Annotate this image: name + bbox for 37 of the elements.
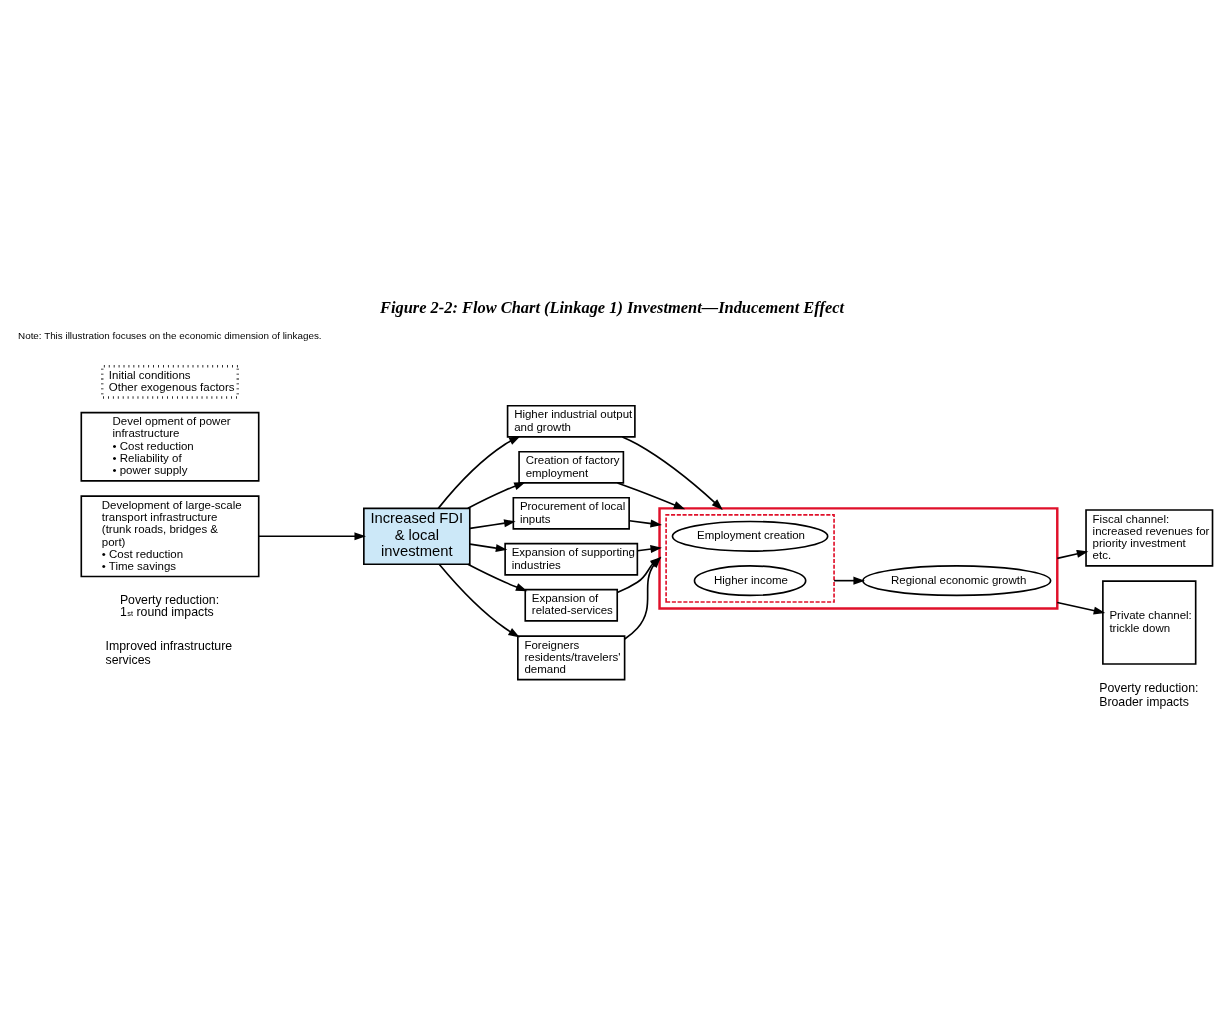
arrow: [469, 543, 508, 553]
arrow: [467, 563, 528, 592]
node-box: Private channel: trickle down: [1102, 580, 1197, 665]
node-ellipse: Employment creation: [671, 520, 829, 552]
arrow: [623, 556, 662, 640]
label: Poverty reduction: Broader impacts: [1099, 681, 1199, 710]
label: Improved infrastructure services: [105, 639, 233, 668]
arrow: [833, 576, 865, 585]
arrow: [621, 436, 723, 511]
node-box: Creation of factory employment: [518, 450, 625, 484]
arrow: [469, 519, 516, 530]
arrow: [437, 435, 521, 510]
node-ellipse: Regional economic growth: [862, 565, 1052, 597]
diagram-title: Figure 2-2: Flow Chart (Linkage 1) Investment—Inducement Effect: [379, 297, 845, 317]
arrow: [258, 532, 366, 541]
node-box: Devel opment of power infrastructure • Cost reduction • Reliability of • power supply: [80, 411, 260, 482]
node-box: Initial conditions Other exogenous factors: [101, 365, 239, 399]
node-box: Expansion of related-services: [524, 588, 619, 622]
cluster: [665, 514, 835, 603]
arrow: [628, 519, 662, 528]
node-box: Fiscal channel: increased revenues for priority investment etc.: [1085, 509, 1214, 567]
node-box: Expansion of supporting industries: [504, 542, 639, 576]
arrow: [1056, 550, 1089, 560]
cluster: [658, 507, 1059, 610]
node-box: Increased FDI & local investment: [363, 507, 471, 566]
node-box: Foreigners residents/travelers' demand: [517, 635, 626, 681]
node-box: Procurement of local inputs: [512, 496, 630, 530]
node-box: Development of large-scale transport infrastructure (trunk roads, bridges & port) • Cost reduction • Time savings: [80, 495, 260, 578]
arrow: [616, 556, 662, 594]
arrow: [616, 482, 686, 510]
arrow: [1056, 601, 1106, 615]
node-ellipse: Higher income: [693, 565, 807, 597]
caption: Note: This illustration focuses on the economic dimension of linkages.: [18, 330, 322, 342]
node-box: Higher industrial output and growth: [506, 404, 636, 438]
arrow: [438, 563, 520, 638]
arrow: [467, 482, 526, 510]
label: Poverty reduction: 1st round impacts: [119, 592, 220, 619]
